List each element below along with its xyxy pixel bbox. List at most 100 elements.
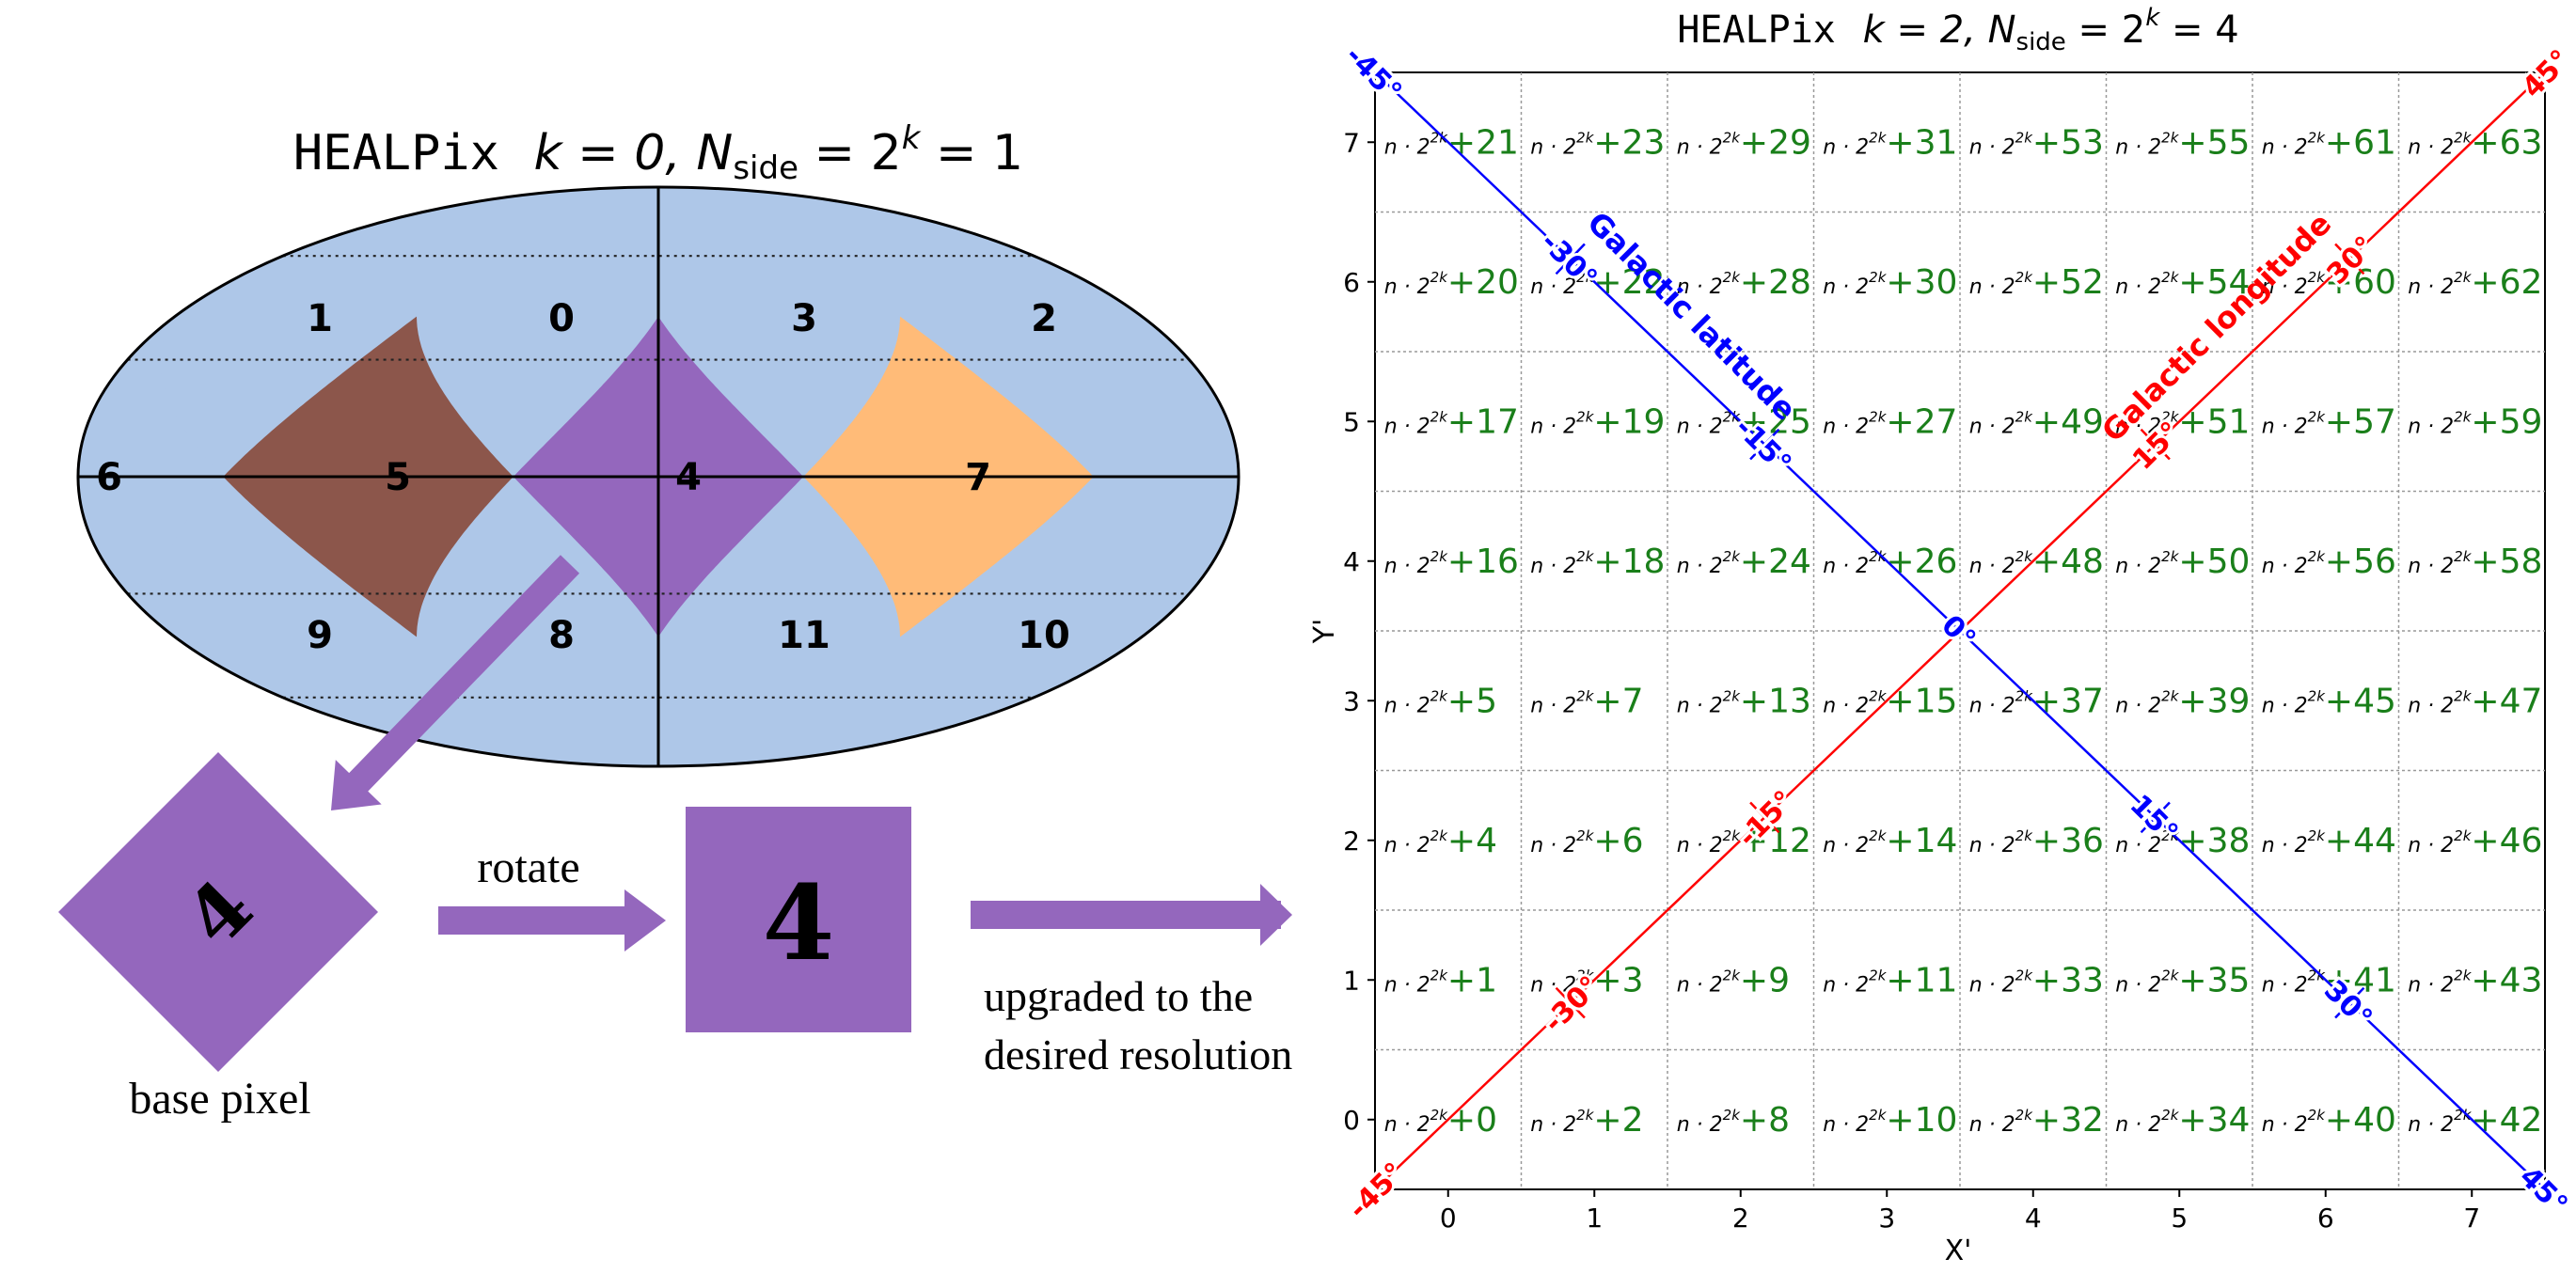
pixel-index-cell: n · 22k+15: [1823, 682, 1957, 720]
pixel-index-cell: n · 22k+21: [1384, 123, 1519, 162]
rotate-arrow: [438, 889, 666, 952]
y-tick-label: 5: [1343, 406, 1360, 437]
pointer-arrow: [331, 555, 580, 810]
x-axis-label: X': [1945, 1235, 1972, 1267]
pixel-index-cell: n · 22k+10: [1823, 1101, 1957, 1140]
pixel-index-cell: n · 22k+3: [1530, 961, 1643, 999]
y-tick-label: 1: [1343, 965, 1360, 996]
pixel-label-4: 4: [675, 456, 702, 499]
latitude-tick-mark: [2140, 801, 2171, 834]
pixel-index-cell: n · 22k+37: [1969, 682, 2104, 720]
pixel-index-cell: n · 22k+45: [2262, 682, 2396, 720]
pixel-index-cell: n · 22k+46: [2408, 822, 2542, 860]
base-pixel-label: base pixel: [129, 1074, 310, 1124]
y-tick-label: 6: [1343, 267, 1360, 298]
x-tick-label: 7: [2463, 1203, 2480, 1234]
y-tick-label: 3: [1343, 685, 1360, 716]
pixel-label-0: 0: [548, 297, 575, 340]
rotate-label: rotate: [477, 842, 579, 892]
y-tick-label: 7: [1343, 127, 1360, 158]
pixel-index-cell: n · 22k+49: [1969, 402, 2104, 441]
pixel-index-cell: n · 22k+7: [1530, 682, 1643, 720]
pixel-label-2: 2: [1031, 297, 1057, 340]
pixel-index-cell: n · 22k+57: [2262, 402, 2396, 441]
pixel-index-cell: n · 22k+54: [2115, 263, 2250, 302]
pixel-index-cell: n · 22k+36: [1969, 822, 2104, 860]
pixel-index-cell: n · 22k+16: [1384, 543, 1519, 581]
pixel-index-cell: n · 22k+0: [1384, 1101, 1497, 1140]
pixel-index-cell: n · 22k+35: [2115, 961, 2250, 999]
latitude-tick-mark: [1749, 428, 1780, 461]
pixel-index-cell: n · 22k+47: [2408, 682, 2542, 720]
pixel-index-cell: n · 22k+41: [2262, 961, 2396, 999]
pixel-index-cell: n · 22k+33: [1969, 961, 2104, 999]
pixel-index-cell: n · 22k+9: [1677, 961, 1790, 999]
x-tick-label: 4: [2025, 1203, 2042, 1234]
pixel-index-cell: n · 22k+13: [1677, 682, 1811, 720]
pixel-index-cell: n · 22k+12: [1677, 822, 1811, 860]
longitude-tick-mark: [1749, 801, 1780, 834]
pixel-index-cell: n · 22k+18: [1530, 543, 1665, 581]
pixel-index-cell: n · 22k+6: [1530, 822, 1643, 860]
pixel-index-cell: n · 22k+40: [2262, 1101, 2396, 1140]
pixel-index-cell: n · 22k+1: [1384, 961, 1497, 999]
pixel-index-cell: n · 22k+42: [2408, 1101, 2542, 1140]
pixel-index-cell: n · 22k+55: [2115, 123, 2250, 162]
pixel-index-cell: n · 22k+58: [2408, 543, 2542, 581]
latitude-tick-mark: [2334, 986, 2365, 1019]
pixel-index-cell: n · 22k+5: [1384, 682, 1497, 720]
pixel-index-cell: n · 22k+38: [2115, 822, 2250, 860]
pixel-index-cell: n · 22k+24: [1677, 543, 1811, 581]
pixel-label-9: 9: [307, 614, 333, 657]
pixel-index-cell: n · 22k+26: [1823, 543, 1957, 581]
upright-pixel-glyph: 4: [763, 862, 835, 983]
pixel-index-cell: n · 22k+53: [1969, 123, 2104, 162]
pixel-index-cell: n · 22k+30: [1823, 263, 1957, 302]
pixel-index-cell: n · 22k+31: [1823, 123, 1957, 162]
pixel-index-cell: n · 22k+25: [1677, 402, 1811, 441]
x-tick-label: 1: [1586, 1203, 1603, 1234]
pixel-index-cell: n · 22k+17: [1384, 402, 1519, 441]
pixel-index-cell: n · 22k+14: [1823, 822, 1957, 860]
y-tick-label: 2: [1343, 826, 1360, 857]
pixel-label-6: 6: [96, 456, 122, 499]
upgrade-arrow: [971, 884, 1292, 946]
pixel-index-cell: n · 22k+32: [1969, 1101, 2104, 1140]
upright-pixel-square: 4: [686, 807, 911, 1032]
pixel-index-cell: n · 22k+2: [1530, 1101, 1643, 1140]
right-title: HEALPix k = 2, Nside = 2k = 4: [1677, 4, 2238, 56]
pixel-index-cell: n · 22k+22: [1530, 263, 1665, 302]
x-tick-label: 5: [2171, 1203, 2188, 1234]
pixel-label-10: 10: [1018, 614, 1070, 657]
pixel-index-cell: n · 22k+11: [1823, 961, 1957, 999]
y-axis-label: Y': [1308, 619, 1341, 645]
pixel-label-1: 1: [307, 297, 333, 340]
pixel-index-cell: n · 22k+51: [2115, 402, 2250, 441]
pixel-index-cell: n · 22k+43: [2408, 961, 2542, 999]
pixel-index-cell: n · 22k+8: [1677, 1101, 1790, 1140]
pixel-label-3: 3: [791, 297, 817, 340]
pixel-index-cell: n · 22k+52: [1969, 263, 2104, 302]
y-tick-label: 4: [1343, 546, 1360, 577]
x-tick-label: 2: [1732, 1203, 1749, 1234]
longitude-tick-mark: [2334, 243, 2365, 275]
pixel-label-11: 11: [778, 614, 830, 657]
pixel-label-7: 7: [965, 456, 991, 499]
longitude-tick-mark: [2140, 428, 2171, 461]
pixel-index-cell: n · 22k+4: [1384, 822, 1497, 860]
x-tick-label: 6: [2317, 1203, 2334, 1234]
pixel-index-cell: n · 22k+29: [1677, 123, 1811, 162]
x-tick-label: 0: [1440, 1203, 1457, 1234]
pixel-index-cell: n · 22k+20: [1384, 263, 1519, 302]
base-pixel-diamond: 4: [58, 752, 378, 1072]
pixel-label-5: 5: [385, 456, 411, 499]
pixel-index-cell: n · 22k+34: [2115, 1101, 2250, 1140]
pixel-index-cell: n · 22k+44: [2262, 822, 2396, 860]
upgrade-label-line2: desired resolution: [984, 1030, 1292, 1078]
pixel-index-cell: n · 22k+39: [2115, 682, 2250, 720]
upgrade-label-line1: upgraded to the: [984, 972, 1253, 1020]
y-tick-label: 0: [1343, 1105, 1360, 1136]
x-tick-label: 3: [1878, 1203, 1895, 1234]
longitude-tick-mark: [1555, 986, 1586, 1019]
pixel-index-cell: n · 22k+19: [1530, 402, 1665, 441]
